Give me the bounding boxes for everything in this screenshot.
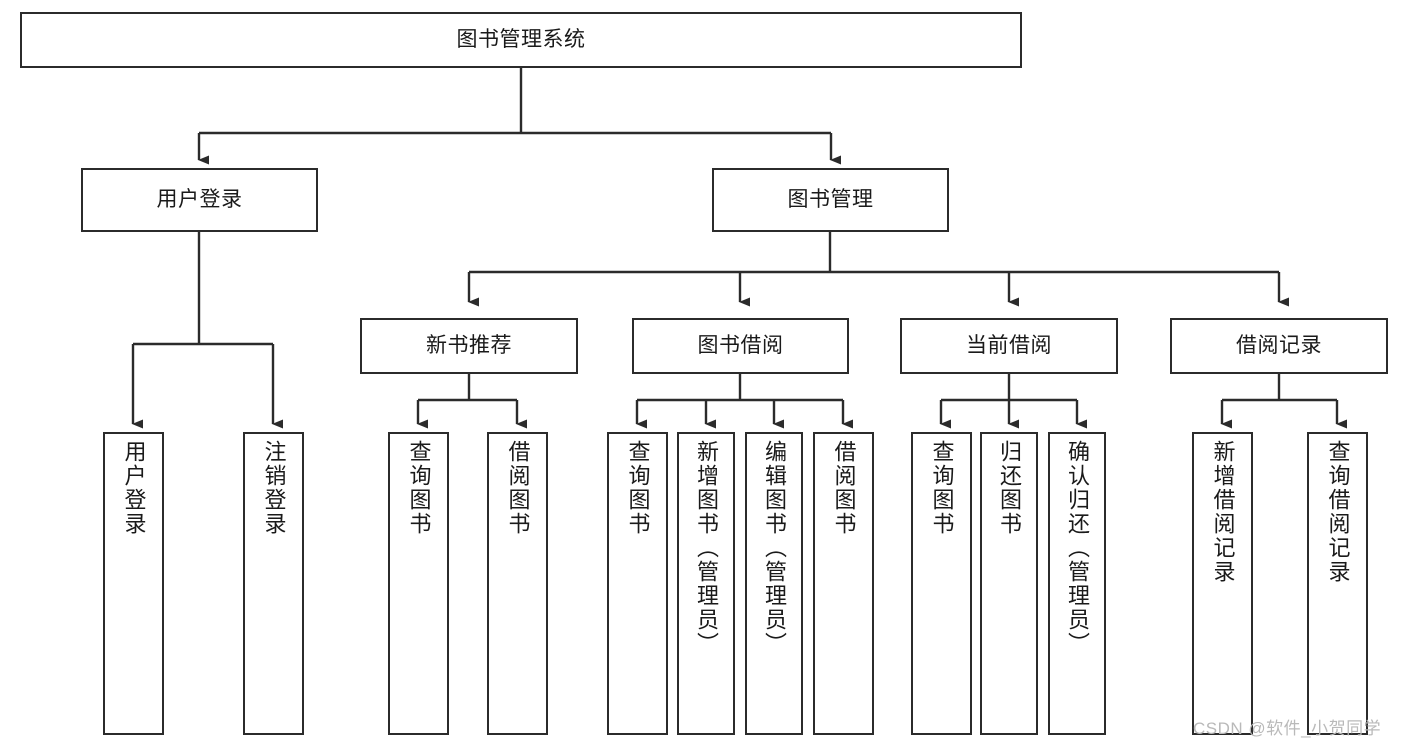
node-new-book-recommend-label: 新书推荐 — [426, 333, 512, 357]
node-root[interactable]: 图书管理系统 — [20, 12, 1022, 68]
node-leaf-query-book-2-label: 查询图书 — [625, 440, 651, 536]
node-leaf-query-book-2[interactable]: 查询图书 — [607, 432, 668, 735]
node-leaf-query-book-3[interactable]: 查询图书 — [911, 432, 972, 735]
node-leaf-logout-login[interactable]: 注销登录 — [243, 432, 304, 735]
node-leaf-add-record-label: 新增借阅记录 — [1210, 440, 1236, 584]
node-borrow-record-label: 借阅记录 — [1236, 333, 1322, 357]
node-leaf-confirm-return[interactable]: 确认归还（管理员） — [1048, 432, 1106, 735]
node-leaf-borrow-book-2-label: 借阅图书 — [831, 440, 857, 536]
node-leaf-query-record-label: 查询借阅记录 — [1325, 440, 1351, 584]
node-leaf-logout-login-label: 注销登录 — [261, 440, 287, 536]
node-current-borrow-label: 当前借阅 — [966, 333, 1052, 357]
node-leaf-query-record[interactable]: 查询借阅记录 — [1307, 432, 1368, 735]
node-leaf-borrow-book-1-label: 借阅图书 — [505, 440, 531, 536]
node-leaf-user-login[interactable]: 用户登录 — [103, 432, 164, 735]
node-leaf-confirm-return-label: 确认归还（管理员） — [1065, 440, 1090, 656]
node-current-borrow[interactable]: 当前借阅 — [900, 318, 1118, 374]
node-leaf-query-book-1-label: 查询图书 — [406, 440, 432, 536]
node-leaf-add-book[interactable]: 新增图书（管理员） — [677, 432, 735, 735]
node-book-borrow[interactable]: 图书借阅 — [632, 318, 849, 374]
node-leaf-edit-book-label: 编辑图书（管理员） — [762, 440, 787, 656]
node-leaf-borrow-book-1[interactable]: 借阅图书 — [487, 432, 548, 735]
node-leaf-add-book-label: 新增图书（管理员） — [694, 440, 719, 656]
node-leaf-query-book-3-label: 查询图书 — [929, 440, 955, 536]
node-leaf-edit-book[interactable]: 编辑图书（管理员） — [745, 432, 803, 735]
node-user-login[interactable]: 用户登录 — [81, 168, 318, 232]
node-user-login-label: 用户登录 — [156, 187, 243, 211]
node-root-label: 图书管理系统 — [456, 27, 586, 51]
node-book-management[interactable]: 图书管理 — [712, 168, 949, 232]
node-leaf-return-book[interactable]: 归还图书 — [980, 432, 1038, 735]
node-borrow-record[interactable]: 借阅记录 — [1170, 318, 1388, 374]
node-new-book-recommend[interactable]: 新书推荐 — [360, 318, 578, 374]
node-book-borrow-label: 图书借阅 — [697, 333, 784, 357]
node-leaf-borrow-book-2[interactable]: 借阅图书 — [813, 432, 874, 735]
node-leaf-return-book-label: 归还图书 — [997, 440, 1022, 536]
node-leaf-user-login-label: 用户登录 — [121, 440, 147, 536]
node-book-management-label: 图书管理 — [787, 187, 874, 211]
csdn-watermark: CSDN @软件_小贺同学 — [1193, 719, 1382, 738]
node-leaf-query-book-1[interactable]: 查询图书 — [388, 432, 449, 735]
node-leaf-add-record[interactable]: 新增借阅记录 — [1192, 432, 1253, 735]
